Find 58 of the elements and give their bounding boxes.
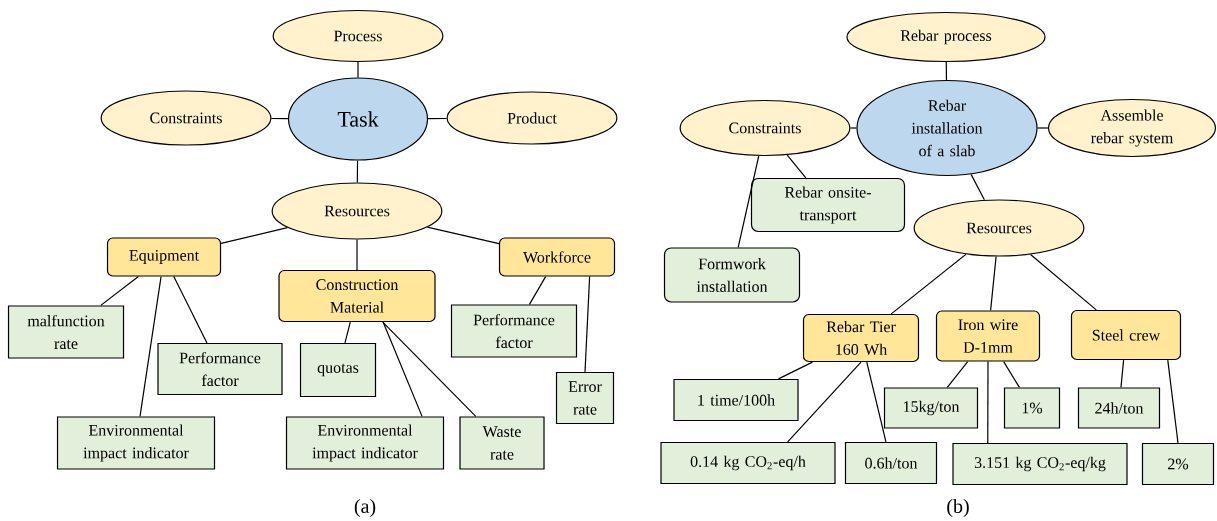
category-box: Steel crew (1070, 309, 1182, 361)
connector-line (220, 227, 289, 244)
connector-line (427, 117, 448, 120)
attribute-box: quotas (299, 342, 377, 398)
attribute-box: Environmental impact indicator (56, 416, 216, 470)
connector-line (356, 239, 358, 271)
connector-line (357, 61, 359, 78)
connector-line (382, 321, 423, 417)
attribute-box: 1 time/100h (673, 378, 799, 422)
attribute-box: 2% (1141, 442, 1215, 486)
connector-line (970, 173, 985, 201)
attribute-box: 0.14 kg CO$_{2}$-eq/h (660, 441, 836, 485)
connector-line (584, 276, 591, 373)
attribute-box: 0.6h/ton (844, 441, 938, 485)
connector-line (1003, 361, 1020, 388)
attribute-box: 1% (1003, 387, 1061, 429)
connector-line (1120, 359, 1125, 388)
connector-line (1167, 359, 1179, 444)
connector-line (737, 155, 760, 248)
connector-line (270, 117, 289, 120)
connector-line (139, 276, 162, 417)
connector-line (426, 226, 500, 245)
connector-line (946, 361, 969, 388)
subfigure-label: (b) (947, 498, 969, 518)
attribute-box: Performance factor (450, 304, 578, 358)
category-box: Construction Material (278, 269, 436, 323)
connector-line (382, 321, 477, 417)
subfigure-label: (a) (354, 498, 376, 518)
attribute-box: 15kg/ton (883, 387, 979, 429)
attribute-box: 24h/ton (1077, 387, 1161, 429)
attribute-box: Formwork installation (663, 247, 801, 303)
connector-line (849, 127, 857, 129)
attribute-box: Error rate (555, 371, 615, 425)
category-box: Equipment (106, 237, 222, 277)
category-box: Iron wire D-1mm (935, 310, 1041, 362)
connector-line (890, 253, 967, 315)
connector-line (173, 276, 208, 344)
attribute-box: Waste rate (459, 416, 545, 470)
connector-line (344, 321, 351, 344)
connector-line (528, 276, 547, 305)
attribute-box: malfunction rate (7, 305, 125, 359)
attribute-box: Performance factor (157, 342, 283, 396)
connector-line (987, 361, 989, 444)
category-box: Workforce (498, 237, 616, 277)
connector-line (787, 361, 862, 443)
connector-line (866, 361, 887, 443)
attribute-box: 3.151 kg CO$_{2}$-eq/kg (952, 442, 1128, 486)
connector-line (945, 61, 948, 81)
attribute-box: Environmental impact indicator (285, 416, 445, 470)
connector-line (1037, 127, 1049, 129)
connector-line (1029, 253, 1097, 311)
connector-line (786, 154, 807, 179)
attribute-box: Rebar onsite-transport (750, 177, 906, 233)
connector-line (356, 160, 359, 183)
connector-line (990, 256, 997, 311)
connector-line (100, 276, 139, 306)
category-box: Rebar Tier 160 Wh (802, 313, 920, 363)
connector-line (777, 361, 813, 380)
